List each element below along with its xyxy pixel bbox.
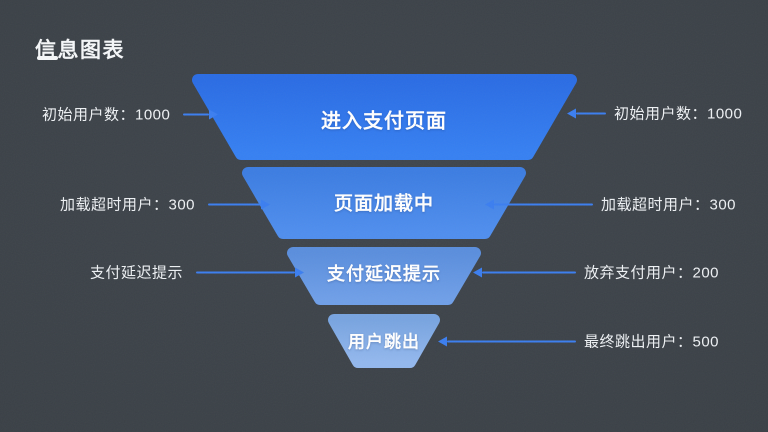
arrow-head [473, 267, 482, 277]
arrow-right-icon [183, 109, 219, 119]
annotation-right-1-text: 初始用户数：1000 [614, 105, 743, 123]
annotation-right-4-text: 最终跳出用户：500 [584, 333, 720, 351]
arrow-right-icon [208, 199, 271, 209]
arrow-line [208, 203, 262, 205]
annotation-left-3-text: 支付延迟提示 [90, 264, 184, 282]
annotation-right-4: 最终跳出用户：500 [438, 331, 719, 352]
annotation-right-3: 放弃支付用户：200 [473, 262, 719, 283]
annotation-left-2: 加载超时用户：300 [60, 194, 271, 215]
annotation-right-1: 初始用户数：1000 [567, 103, 742, 124]
arrow-head [438, 336, 447, 346]
arrow-line [482, 271, 576, 273]
arrow-line [183, 113, 210, 115]
annotation-right-2-text: 加载超时用户：300 [601, 196, 737, 214]
annotation-left-1-text: 初始用户数：1000 [42, 106, 171, 124]
arrow-left-icon [567, 108, 606, 118]
arrow-head [209, 109, 219, 119]
annotation-left-1: 初始用户数：1000 [42, 104, 219, 125]
arrow-line [196, 271, 296, 273]
annotation-left-2-text: 加载超时用户：300 [60, 196, 196, 214]
arrow-head [295, 267, 305, 277]
arrow-left-icon [473, 267, 576, 277]
arrow-left-icon [438, 336, 576, 346]
arrow-right-icon [196, 267, 305, 277]
annotation-right-3-text: 放弃支付用户：200 [584, 264, 720, 282]
arrow-line [494, 203, 593, 205]
arrow-head [567, 108, 576, 118]
annotation-left-3: 支付延迟提示 [90, 262, 305, 283]
arrow-line [447, 340, 576, 342]
annotation-right-2: 加载超时用户：300 [485, 194, 736, 215]
arrow-line [576, 112, 606, 114]
arrow-head [261, 199, 271, 209]
arrow-left-icon [485, 199, 593, 209]
arrow-head [485, 199, 494, 209]
